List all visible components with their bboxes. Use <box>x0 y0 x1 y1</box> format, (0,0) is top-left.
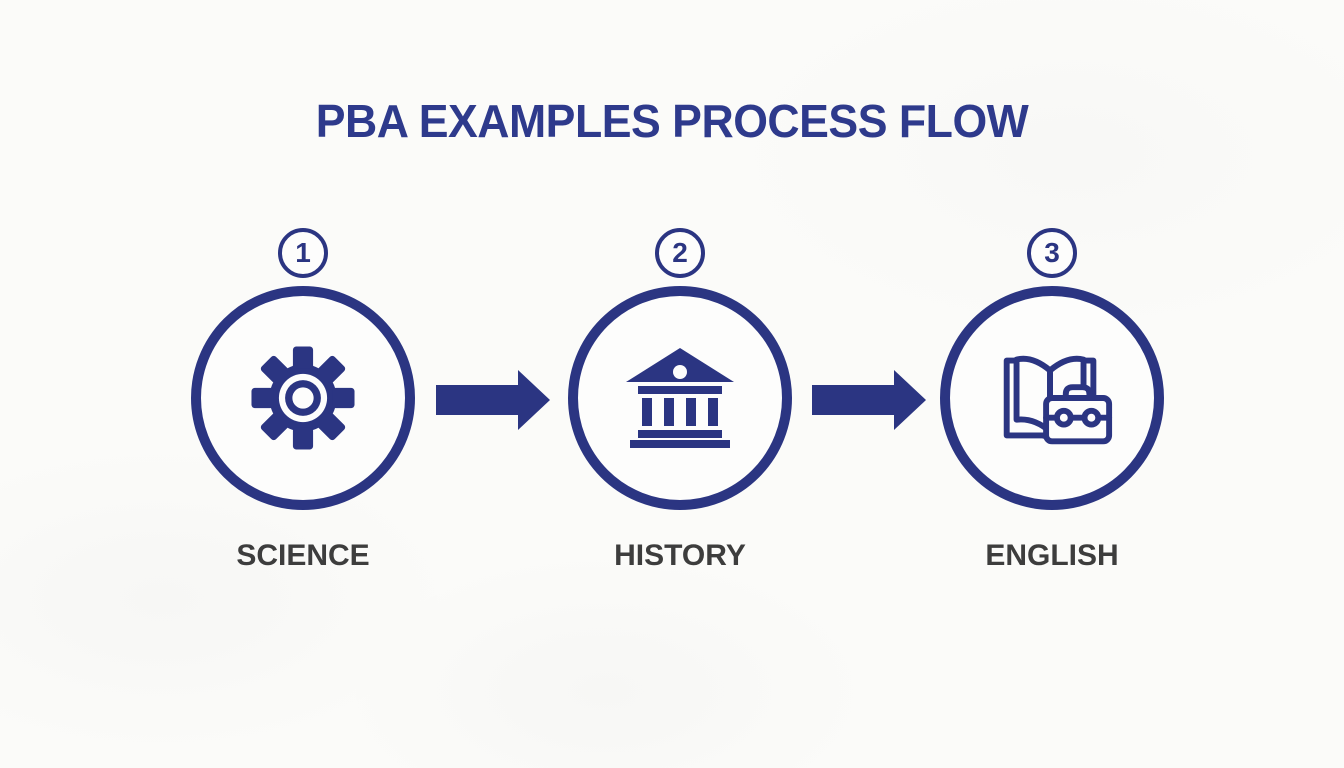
gear-icon <box>251 346 355 450</box>
step-circle <box>191 286 415 510</box>
step-number: 2 <box>672 237 688 268</box>
step-english: 3 ENGLISH <box>892 228 1212 573</box>
open-book-briefcase-icon <box>1003 355 1113 445</box>
step-number-badge: 1 <box>278 228 328 278</box>
step-label: SCIENCE <box>236 539 370 572</box>
step-history: 2 HISTORY <box>520 228 840 573</box>
step-science: 1 SCIENCE <box>143 228 463 573</box>
step-number: 1 <box>295 237 311 268</box>
step-number-badge: 3 <box>1027 228 1077 278</box>
step-circle <box>940 286 1164 510</box>
step-label: ENGLISH <box>985 539 1119 572</box>
step-label: HISTORY <box>614 539 746 572</box>
arrow-right-icon <box>812 370 926 430</box>
step-circle <box>568 286 792 510</box>
step-number-badge: 2 <box>655 228 705 278</box>
page-title: PBA EXAMPLES PROCESS FLOW <box>315 95 1029 147</box>
arrow-right-icon <box>436 370 550 430</box>
bank-columns-icon <box>626 348 734 448</box>
step-number: 3 <box>1044 237 1060 268</box>
